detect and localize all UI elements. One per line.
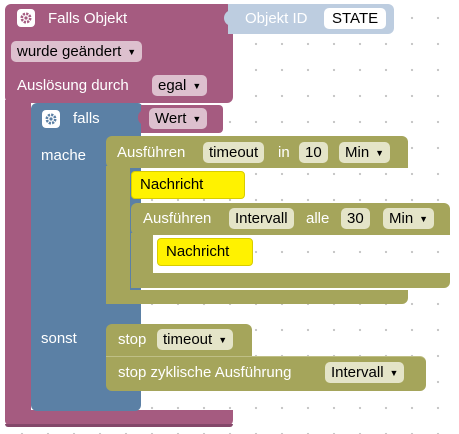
timeout-name-field[interactable]: timeout	[203, 142, 265, 163]
stop-interval-dropdown[interactable]: Intervall ▼	[325, 362, 405, 383]
do-label: mache	[41, 147, 87, 164]
interval-unit-label: Min	[389, 210, 414, 227]
trigger-title: Falls Objekt	[48, 10, 128, 27]
trigger-by-dropdown-label: egal	[158, 77, 187, 94]
trigger-block-shadow	[5, 424, 233, 427]
interval-value-field[interactable]: 30	[341, 208, 370, 229]
stop-interval-name: Intervall	[331, 364, 384, 381]
else-label: sonst	[41, 330, 77, 347]
timeout-in-label: in	[278, 144, 290, 161]
object-id-value-field[interactable]: STATE	[324, 8, 387, 29]
message-block-2[interactable]: Nachricht	[157, 238, 253, 266]
stop-timeout-label: stop	[118, 331, 147, 348]
interval-name-field[interactable]: Intervall	[229, 208, 294, 229]
timeout-block-bottom-arm	[106, 290, 408, 304]
dropdown-arrow-icon: ▼	[419, 214, 429, 224]
change-dropdown[interactable]: wurde geändert ▼	[11, 41, 143, 62]
stop-timeout-dropdown[interactable]: timeout ▼	[157, 329, 234, 350]
timeout-value-field[interactable]: 10	[299, 142, 328, 163]
condition-dropdown[interactable]: Wert ▼	[149, 108, 208, 129]
object-id-label: Objekt ID	[245, 10, 308, 27]
trigger-by-label: Auslösung durch	[17, 77, 129, 94]
message-block-1[interactable]: Nachricht	[131, 171, 245, 199]
object-id-connector-notch	[224, 10, 232, 26]
message-label-1: Nachricht	[140, 176, 204, 193]
gear-icon-glyph	[20, 12, 32, 24]
trigger-by-dropdown[interactable]: egal ▼	[152, 75, 208, 96]
if-block-divider-notch	[133, 103, 142, 134]
timeout-unit-label: Min	[345, 144, 370, 161]
timeout-block-spine	[106, 166, 130, 304]
dropdown-arrow-icon: ▼	[375, 148, 385, 158]
condition-dropdown-label: Wert	[155, 110, 187, 127]
gear-icon-glyph	[45, 113, 57, 125]
if-block-mid-arm	[31, 304, 141, 324]
trigger-block-bottom-arm	[5, 410, 233, 426]
message-label-2: Nachricht	[166, 243, 230, 260]
gear-icon[interactable]	[42, 110, 60, 128]
dropdown-arrow-icon: ▼	[389, 368, 399, 378]
timeout-run-label: Ausführen	[117, 144, 186, 161]
stop-interval-label: stop zyklische Ausführung	[118, 364, 292, 381]
dropdown-arrow-icon: ▼	[192, 81, 202, 91]
dropdown-arrow-icon: ▼	[127, 47, 137, 57]
gear-icon[interactable]	[17, 9, 35, 27]
timeout-unit-dropdown[interactable]: Min ▼	[339, 142, 391, 163]
trigger-block-spine	[5, 100, 31, 426]
interval-unit-dropdown[interactable]: Min ▼	[383, 208, 435, 229]
interval-every-label: alle	[306, 210, 330, 227]
dropdown-arrow-icon: ▼	[218, 335, 228, 345]
change-dropdown-label: wurde geändert	[17, 43, 122, 60]
interval-run-label: Ausführen	[143, 210, 212, 227]
stop-timeout-name: timeout	[163, 331, 213, 348]
condition-connector-notch	[138, 110, 145, 125]
dropdown-arrow-icon: ▼	[192, 114, 202, 124]
if-label: falls	[73, 110, 100, 127]
interval-block-bottom-arm	[131, 273, 450, 288]
